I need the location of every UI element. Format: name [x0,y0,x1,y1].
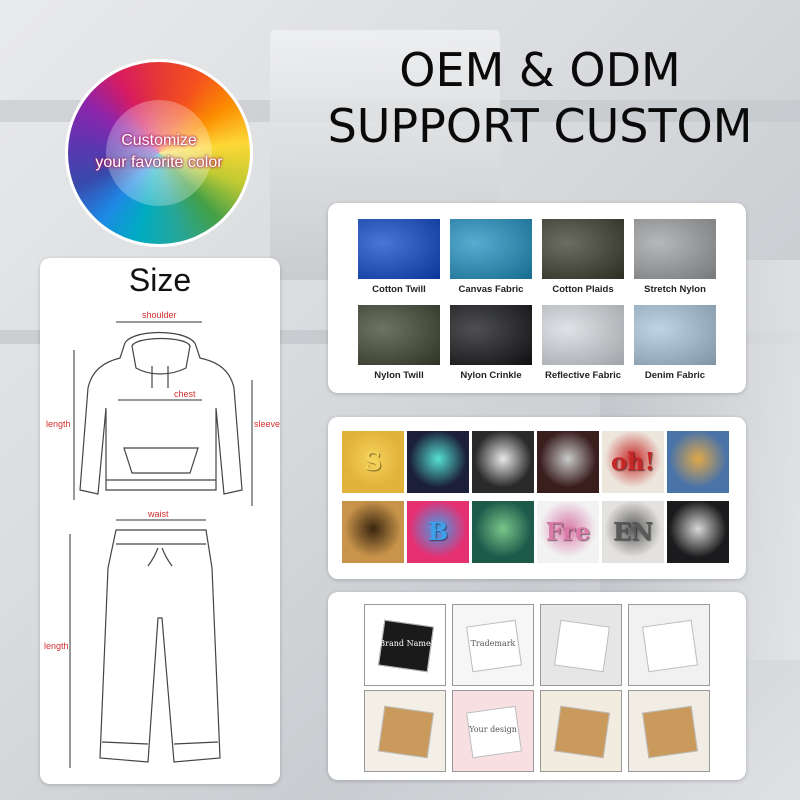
dragon-embroidery-icon [537,431,599,493]
embossed-letters-icon: EN [602,501,664,563]
poly-bag-icon: Your design [452,690,534,772]
shipping-carton-icon [628,690,710,772]
fabric-label: Denim Fabric [644,370,706,381]
chest-label: chest [174,389,196,399]
patch-glyph: Fre [545,517,591,546]
label-roll-icon [540,604,622,686]
patch-glyph: S [364,447,382,476]
sleeve-label: sleeve [254,419,281,429]
patch-glyph: B [427,517,449,546]
bottom-length-label: length [44,641,69,651]
rhinestone-letters-icon [667,501,729,563]
fabric-label: Stretch Nylon [644,284,706,295]
label-text: Brand Name [379,639,431,648]
garment-outline-diagram [69,321,253,768]
fre-3d-embossed-icon: Fre [537,501,599,563]
fabric-swatch [634,219,716,279]
woven-brand-label-icon: Brand Name [364,604,446,686]
fabric-label: Canvas Fabric [458,284,524,295]
color-wheel-line-2: your favorite color [95,154,223,171]
fabric-label: Nylon Twill [374,370,424,381]
colorful-letters-print-icon: B [407,501,469,563]
fabric-swatch [634,305,716,365]
puff-print-oh-icon: oh! [602,431,664,493]
color-wheel-icon [68,62,250,244]
label-text: Trademark [470,639,516,648]
size-chart-title: Size [128,262,192,298]
fabric-swatch [358,305,440,365]
label-graphic [554,705,610,759]
hang-tags-icon [364,690,446,772]
shoulder-label: shoulder [142,310,177,320]
patch-glyph: EN [612,517,654,546]
headline: OEM & ODM SUPPORT CUSTOM [300,42,780,154]
fabric-label: Cotton Plaids [552,284,614,295]
fabric-label: Reflective Fabric [544,370,622,381]
fabric-label: Nylon Crinkle [460,370,522,381]
color-wheel-line-1: Customize [121,132,197,149]
headline-line-2: SUPPORT CUSTOM [327,99,753,153]
fabric-options-panel: Cotton Twill Canvas Fabric Cotton Plaids St… [328,203,746,393]
mailer-box-icon [540,690,622,772]
fabric-label: Cotton Twill [372,284,426,295]
measurement-arrows-icon [69,321,253,768]
pants-outline-icon [99,529,221,763]
size-labels-icon [628,604,710,686]
size-chart-panel: Size [40,258,280,784]
label-graphic [642,705,698,759]
denim-embroidery-icon [667,431,729,493]
fabric-swatch [542,305,624,365]
label-graphic [554,619,610,673]
care-label-icon: Trademark [452,604,534,686]
label-text: Your design [469,725,517,734]
hoodie-outline-icon [79,332,243,495]
reflective-tiger-print-icon [407,431,469,493]
ironman-reflective-icon [472,431,534,493]
fabric-swatch [450,305,532,365]
label-graphic [642,619,698,673]
chenille-s-patch-icon: S [342,431,404,493]
top-length-label: length [46,419,71,429]
color-wheel-caption: Customize your favorite color [68,130,250,174]
fabric-swatch [450,219,532,279]
tiger-patch-icon [342,501,404,563]
leaf-print-icon [472,501,534,563]
patch-glyph: oh! [611,447,655,476]
headline-line-1: OEM & ODM [399,43,681,97]
fabric-swatch [542,219,624,279]
fabric-swatch [358,219,440,279]
waist-label: waist [148,509,169,519]
label-graphic [378,705,434,759]
